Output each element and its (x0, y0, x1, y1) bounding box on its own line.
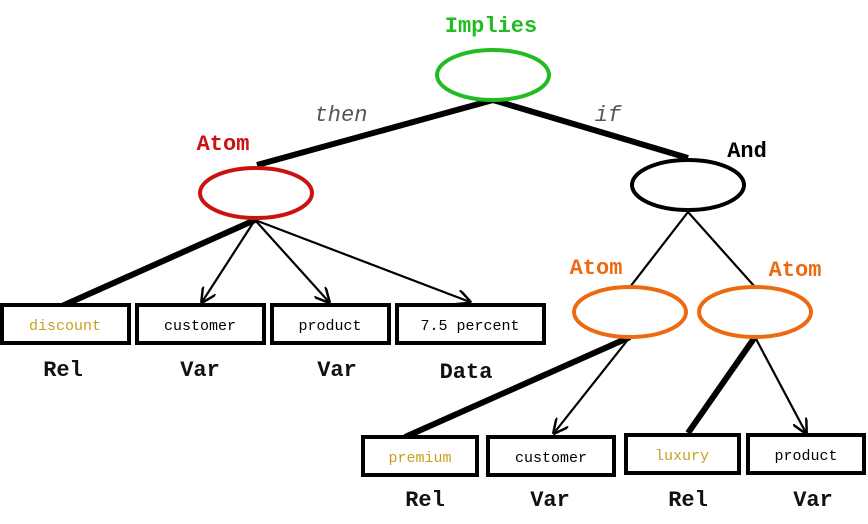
atom-head-node (198, 166, 314, 220)
edge-then (256, 97, 494, 168)
edge-right-rel (685, 335, 758, 435)
atom-left-node (572, 285, 688, 339)
implies-label: Implies (445, 14, 537, 39)
arg-type-customer-2: Var (530, 488, 570, 513)
edge-and-left (629, 211, 689, 288)
arg-value-customer-2: customer (515, 450, 587, 467)
edge-head-rel (60, 217, 257, 309)
arg-box-discount (0, 303, 131, 345)
atom-head-label: Atom (197, 132, 250, 157)
edge-head-arg-data (254, 218, 470, 302)
arg-box-customer-2 (486, 435, 616, 477)
atom-right-label: Atom (769, 258, 822, 283)
arg-value-data: 7.5 percent (420, 318, 519, 335)
edge-label-then: then (315, 103, 368, 128)
edge-left-rel (403, 334, 632, 440)
atom-right-node (697, 285, 813, 339)
arg-value-luxury: luxury (655, 448, 709, 465)
arg-type-customer: Var (180, 358, 220, 383)
arg-type-discount: Rel (43, 358, 83, 383)
edge-head-arg-customer (202, 219, 256, 302)
implies-node (435, 48, 551, 102)
and-node (630, 158, 746, 212)
arg-type-luxury: Rel (668, 488, 708, 513)
arg-value-product: product (298, 318, 361, 335)
arg-type-data: Data (440, 360, 493, 385)
arg-type-premium: Rel (405, 488, 445, 513)
arg-box-data (395, 303, 546, 345)
arg-box-customer (135, 303, 266, 345)
arg-type-product: Var (317, 358, 357, 383)
arg-type-product-2: Var (793, 488, 833, 513)
arg-box-premium (361, 435, 479, 477)
edge-right-arg-product (754, 336, 806, 433)
and-label: And (727, 139, 767, 164)
arg-value-product-2: product (774, 448, 837, 465)
atom-left-label: Atom (570, 256, 623, 281)
edge-if (492, 97, 689, 161)
arg-box-product (270, 303, 391, 345)
arg-box-product-2 (746, 433, 866, 475)
edge-head-arg-product (254, 219, 329, 302)
arg-value-discount: discount (29, 318, 101, 335)
edge-label-if: if (595, 103, 622, 128)
arg-value-premium: premium (388, 450, 451, 467)
edge-left-arg-customer (554, 336, 631, 433)
arg-value-customer: customer (164, 318, 236, 335)
edge-and-right (687, 211, 756, 288)
arg-box-luxury (624, 433, 741, 475)
